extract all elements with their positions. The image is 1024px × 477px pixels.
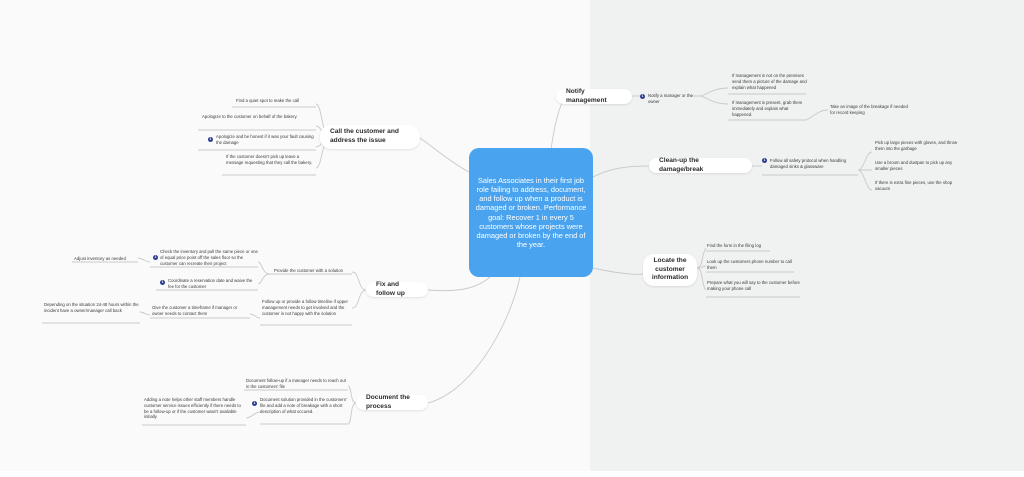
topic-fix-follow-up[interactable]: Fix and follow up — [366, 280, 428, 297]
topic-locate-customer[interactable]: Locate the customer information — [643, 254, 697, 286]
link-fix-sub1-bracket — [257, 261, 271, 285]
document-leaf-2-child[interactable]: Adding a note helps other staff members … — [144, 397, 241, 420]
document-leaf-2[interactable]: Document solution provided in the custom… — [260, 397, 347, 414]
call-leaf-3[interactable]: Apologize and be honest if it was your f… — [216, 134, 314, 145]
marker-badge: 1 — [208, 137, 213, 142]
link-fix-bracket — [351, 271, 367, 309]
cleanup-sub[interactable]: Follow all safety protocol when handling… — [770, 158, 846, 169]
link-fix-sub2-child — [249, 313, 261, 319]
call-leaf-4[interactable]: If the customer doesn't pick up leave a … — [226, 154, 313, 165]
central-topic-text: Sales Associates in their first job role… — [475, 175, 587, 250]
topic-document-process[interactable]: Document the process — [356, 393, 428, 410]
marker-badge: 1 — [153, 255, 158, 260]
link-root-cleanup — [592, 165, 650, 178]
notify-sub[interactable]: Notify a manager or the owner — [648, 93, 693, 104]
topic-document-label: Document the process — [366, 393, 410, 410]
marker-badge: 1 — [640, 94, 645, 99]
topic-call-label: Call the customer and address the issue — [330, 128, 399, 144]
link-root-document — [427, 276, 521, 404]
cleanup-leaf-3[interactable]: If there is extra fine pieces, use the s… — [875, 180, 953, 191]
central-topic[interactable]: Sales Associates in their first job role… — [469, 148, 593, 277]
marker-badge: 1 — [160, 280, 165, 285]
marker-badge: 1 — [762, 158, 767, 163]
link-notify-bracket — [690, 87, 729, 105]
cleanup-leaf-2[interactable]: Use a broom and dustpan to pick up any s… — [875, 160, 953, 171]
link-notify-child — [805, 109, 829, 121]
topic-cleanup[interactable]: Clean-up the damage/break — [649, 156, 752, 173]
call-leaf-1[interactable]: Find a quiet spot to make the call — [236, 98, 300, 103]
notify-leaf-2-child[interactable]: Take an image of the breakage if needed … — [830, 104, 908, 115]
link-root-fix — [427, 276, 491, 292]
locate-leaf-2[interactable]: Look up the customers phone number to ca… — [707, 259, 792, 270]
link-fix-sub2-l1-child — [139, 311, 151, 316]
link-fix-sub1-l1-child — [137, 257, 151, 263]
notify-leaf-1[interactable]: If management is not on the premises sen… — [732, 73, 807, 90]
fix-sub-1-leaf-1-child[interactable]: Adjust inventory as needed — [74, 256, 126, 261]
link-doc-bracket — [347, 385, 357, 425]
topic-notify-label: Notify management — [566, 87, 607, 104]
locate-leaf-3[interactable]: Prepare what you will say to the custome… — [707, 280, 800, 291]
fix-sub-1-leaf-2[interactable]: Coordinate a reservation date and waive … — [168, 278, 253, 289]
document-leaf-1[interactable]: Document follow-up if a manager needs to… — [246, 378, 346, 389]
fix-sub-2-leaf-1-child[interactable]: Depending on the situation 24-48 hours w… — [44, 302, 139, 313]
link-locate-bracket — [696, 247, 707, 291]
link-doc-l2-child — [245, 411, 261, 419]
fix-sub-1[interactable]: Provide the customer with a solution — [274, 268, 344, 273]
fix-sub-1-leaf-1[interactable]: Check the inventory and pull the same pi… — [160, 249, 258, 266]
call-leaf-2[interactable]: Apologize to the customer on behalf of t… — [202, 114, 298, 119]
topic-locate-label: Locate the customer information — [651, 257, 689, 282]
marker-badge: 1 — [252, 401, 257, 406]
link-root-notify — [550, 95, 567, 151]
fix-sub-2-leaf-1[interactable]: Give the customer a timeframe if manager… — [152, 305, 238, 316]
topic-fix-label: Fix and follow up — [376, 280, 405, 297]
canvas-bottom-edge — [0, 471, 1024, 477]
link-cleanup-bracket — [857, 151, 873, 191]
link-root-call — [419, 137, 470, 173]
fix-sub-2[interactable]: Follow up or provide a follow timeline i… — [262, 299, 348, 316]
locate-leaf-1[interactable]: Find the form in the filing log — [707, 243, 761, 248]
notify-leaf-2[interactable]: If management is present, grab them imme… — [732, 100, 803, 117]
cleanup-leaf-1[interactable]: Pick up large pieces with gloves, and th… — [875, 140, 958, 151]
topic-notify-management[interactable]: Notify management — [556, 87, 632, 104]
topic-cleanup-label: Clean-up the damage/break — [659, 156, 704, 173]
topic-call-customer[interactable]: Call the customer and address the issue — [320, 125, 420, 149]
